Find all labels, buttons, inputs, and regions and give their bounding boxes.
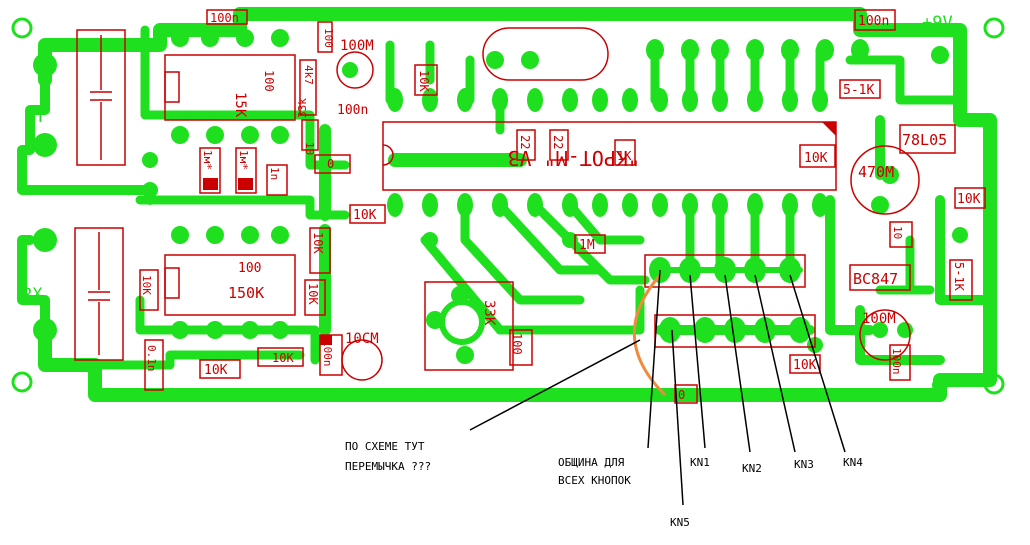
button-connector bbox=[649, 257, 811, 343]
kn4-label: KN4 bbox=[843, 456, 863, 469]
mounting-hole-tr bbox=[983, 17, 1005, 39]
power-label: +9V bbox=[922, 13, 953, 33]
component-label: 10CM bbox=[345, 331, 379, 347]
chip-pin1-marker bbox=[822, 122, 836, 136]
component-label: 10K bbox=[804, 151, 828, 166]
component-label: 1м* bbox=[201, 150, 214, 170]
component-label: 1M bbox=[579, 238, 595, 253]
component-label: 10K bbox=[957, 192, 981, 207]
jumper-note-line2: ПЕРЕМЫЧКА ??? bbox=[345, 460, 431, 473]
xt-transformer bbox=[76, 29, 126, 166]
chip-label: "КРОТ-М" V3 bbox=[508, 146, 640, 170]
component-label: 22 bbox=[551, 135, 565, 149]
xt-label: XT bbox=[25, 107, 45, 127]
chip-notch bbox=[382, 144, 394, 166]
kn1-label: KN1 bbox=[690, 456, 710, 469]
component-label: 100 bbox=[510, 333, 524, 355]
kn2-label: KN2 bbox=[742, 462, 762, 475]
component-label: 5-1K bbox=[952, 262, 966, 292]
component-label: 0 bbox=[678, 388, 685, 402]
component-label: 150K bbox=[228, 284, 264, 302]
component-label: 100n bbox=[321, 340, 334, 367]
mounting-hole-bl bbox=[11, 371, 33, 393]
component-label: 78L05 bbox=[902, 131, 947, 149]
component-label: BC847 bbox=[853, 270, 898, 288]
trimmer bbox=[424, 281, 514, 371]
component-label: 10K bbox=[140, 275, 153, 295]
component-label: 10K bbox=[353, 208, 377, 223]
component-label: 100M bbox=[340, 38, 374, 54]
component-label: 4k7 bbox=[302, 65, 315, 85]
component-label: 10 bbox=[891, 226, 904, 239]
component-label: 100n bbox=[858, 14, 889, 29]
smd-parts bbox=[139, 9, 986, 404]
kn3-label: KN3 bbox=[794, 458, 814, 471]
component-label: 100n bbox=[337, 103, 368, 118]
component-label: 10K bbox=[306, 283, 320, 305]
rx-transformer bbox=[74, 227, 124, 361]
component-label: 100 bbox=[238, 261, 261, 276]
component-label: 1K bbox=[617, 149, 632, 163]
chip-outline bbox=[382, 121, 837, 191]
component-label: 100M bbox=[862, 311, 896, 327]
kn5-label: KN5 bbox=[670, 516, 690, 529]
component-label: 10K bbox=[311, 232, 325, 254]
jumper-note-line1: ПО СХЕМЕ ТУТ bbox=[345, 440, 425, 453]
component-label: 470M bbox=[858, 163, 894, 181]
component-label: 1м* bbox=[237, 150, 250, 170]
component-label: 10K bbox=[417, 70, 431, 92]
component-label: 10 bbox=[303, 142, 316, 155]
annotation-lines bbox=[469, 269, 846, 506]
component-label: 10K bbox=[204, 363, 228, 378]
component-label: 100n bbox=[890, 348, 903, 375]
mounting-holes bbox=[11, 17, 1005, 395]
pads bbox=[33, 29, 968, 393]
chip-pins bbox=[387, 39, 869, 217]
component-label: 100n bbox=[210, 11, 239, 25]
crystal-outline bbox=[482, 27, 609, 81]
component-label: 10K bbox=[272, 351, 294, 365]
component-label: 22 bbox=[518, 135, 532, 149]
component-label: 10K bbox=[793, 358, 817, 373]
component-label: 5-1K bbox=[843, 83, 874, 98]
component-label: 100 bbox=[322, 28, 335, 48]
component-label: 15K bbox=[232, 92, 248, 118]
component-label: 1n bbox=[268, 167, 281, 180]
common-note-line1: ОБЩИНА ДЛЯ bbox=[558, 456, 625, 469]
component-label: 33K bbox=[481, 300, 497, 326]
jumper-wire bbox=[632, 274, 667, 397]
mounting-hole-tl bbox=[11, 17, 33, 39]
component-label: 0.1n bbox=[145, 345, 158, 372]
common-note-line2: ВСЕХ КНОПОК bbox=[558, 474, 631, 487]
component-label: 33k bbox=[296, 98, 309, 118]
component-label: 100 bbox=[262, 70, 276, 92]
rx-label: RX bbox=[22, 285, 43, 305]
component-label: 0 bbox=[327, 157, 334, 171]
